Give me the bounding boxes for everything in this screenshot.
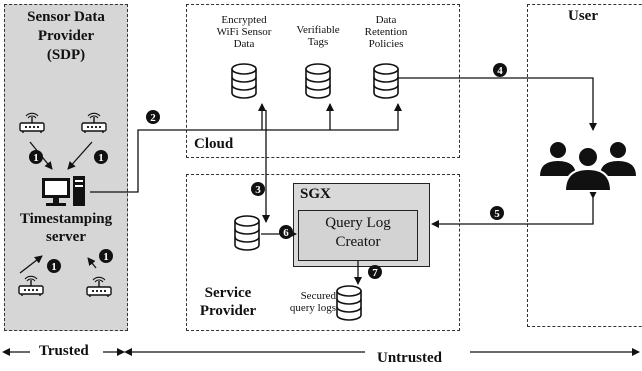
encrypted-data-label: Encrypted WiFi Sensor Data [216,14,272,50]
cloud-title: Cloud [194,136,234,152]
svg-text:4: 4 [497,65,503,77]
timestamping-server-label: Timestamping server [19,211,113,245]
database-icon [305,63,331,99]
service-provider-title: Service Provider [199,285,257,319]
step-badge-7: 7 [368,265,382,279]
step-badge-6: 6 [279,225,293,239]
step-badge-1: 1 [94,150,108,164]
user-group-icon [540,142,636,192]
svg-text:5: 5 [494,208,500,220]
query-log-creator-box [298,210,418,261]
svg-text:6: 6 [283,227,289,239]
secured-logs-label: Secured query logs [289,290,336,314]
user-region [527,4,642,327]
verifiable-tags-label: Verifiable Tags [296,24,340,48]
sdp-region [4,4,128,331]
router-icon [19,112,45,134]
service-provider-region [186,174,460,331]
database-icon [231,63,257,99]
computer-icon [42,176,85,206]
sdp-title: Sensor Data Provider (SDP) [27,9,105,63]
router-icon [81,112,107,134]
cloud-region [186,4,460,158]
trusted-label: Trusted [39,343,89,359]
svg-text:1: 1 [51,261,57,273]
database-icon [234,215,260,251]
step-badge-1: 1 [47,259,61,273]
database-icon [373,63,399,99]
svg-text:1: 1 [98,152,104,164]
user-title: User [568,8,598,24]
router-icon [18,275,44,297]
svg-text:2: 2 [150,112,156,124]
router-icon [86,276,112,298]
step-badge-5: 5 [490,206,504,220]
retention-policies-label: Data Retention Policies [364,14,408,50]
svg-text:7: 7 [372,267,378,279]
svg-text:1: 1 [103,251,109,263]
untrusted-label: Untrusted [377,350,443,366]
sgx-label: SGX [300,186,331,202]
database-icon [336,285,362,321]
step-badge-1: 1 [99,249,113,263]
svg-text:1: 1 [33,152,39,164]
step-badge-3: 3 [251,182,265,196]
query-log-creator-label: Query Log Creator [325,215,391,250]
step-badge-4: 4 [493,63,507,77]
svg-text:3: 3 [255,184,261,196]
step-badge-1: 1 [29,150,43,164]
step-badge-2: 2 [146,110,160,124]
